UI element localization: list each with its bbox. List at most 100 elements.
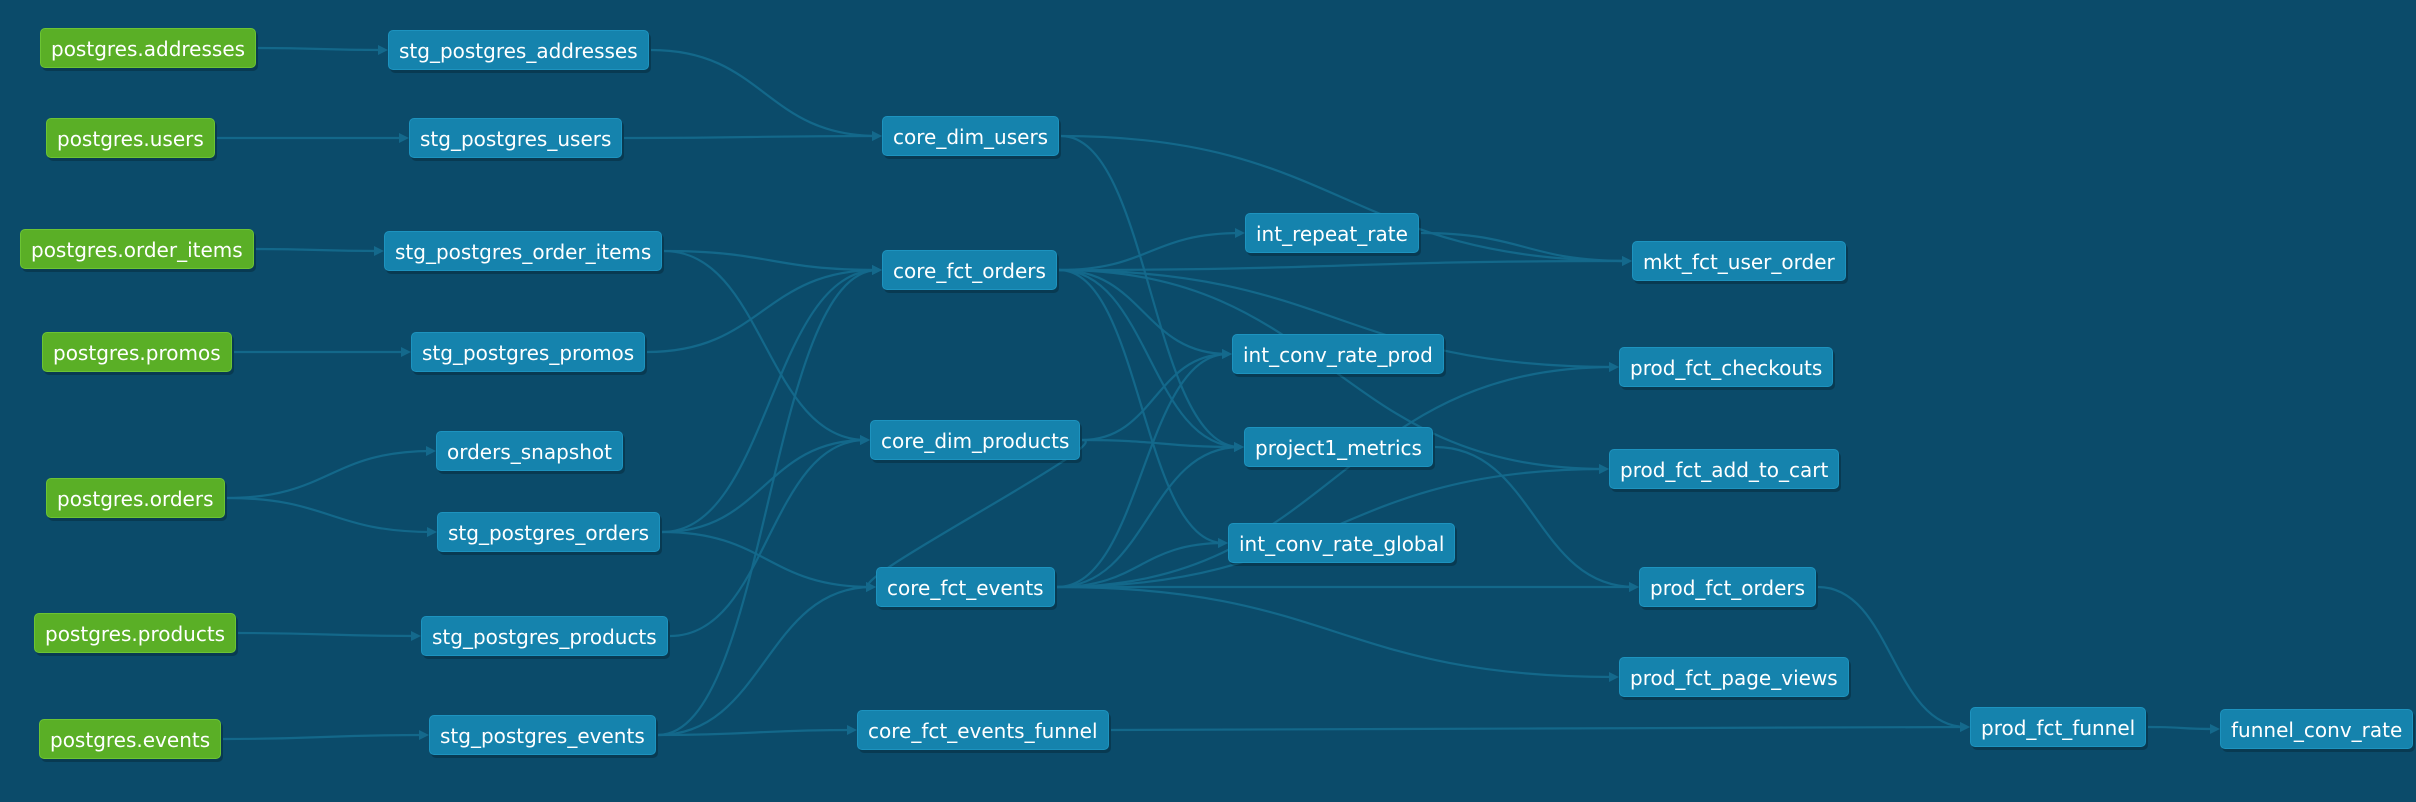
edge-src_orders-to-stg_orders [226,496,434,534]
edge-core_dim_products-to-project1_metrics [1081,438,1241,449]
edge-arrowhead [860,435,870,445]
node-core-fct-orders[interactable]: core_fct_orders [882,250,1057,290]
edge-src_orders-to-orders_snapshot [226,449,433,500]
edge-arrowhead [1960,722,1970,732]
edge-core_fct_events_funnel-to-prod_fct_funnel [1110,725,1967,732]
edge-stg_addresses-to-core_dim_users [650,48,879,138]
edge-src_products-to-stg_products [237,631,418,638]
node-core-fct-events[interactable]: core_fct_events [876,567,1055,607]
edge-arrowhead [872,265,882,275]
edge-stg_order_items-to-core_dim_products [663,249,867,442]
node-orders-snapshot[interactable]: orders_snapshot [436,431,623,471]
edge-arrowhead [1234,442,1244,452]
node-prod-fct-add-to-cart[interactable]: prod_fct_add_to_cart [1609,449,1840,489]
node-project1-metrics[interactable]: project1_metrics [1244,427,1433,467]
edge-arrowhead [378,45,388,55]
node-int-conv-rate-global[interactable]: int_conv_rate_global [1228,523,1456,563]
node-prod-fct-page-views[interactable]: prod_fct_page_views [1619,657,1849,697]
node-core-dim-products[interactable]: core_dim_products [870,420,1081,460]
edge-arrowhead [1222,349,1232,359]
edge-arrowhead [866,582,876,592]
node-postgres-addresses[interactable]: postgres.addresses [40,28,257,68]
edge-core_fct_orders-to-project1_metrics [1058,268,1241,449]
edge-project1_metrics-to-prod_fct_orders [1434,445,1636,589]
node-postgres-users[interactable]: postgres.users [46,118,215,158]
edge-arrowhead [1234,442,1244,452]
edge-arrowhead [426,446,436,456]
edge-arrowhead [866,582,876,592]
edge-arrowhead [2210,724,2220,734]
edge-arrowhead [1609,362,1619,372]
edge-stg_orders-to-core_dim_products [661,438,867,534]
edge-arrowhead [1609,672,1619,682]
edge-stg_promos-to-core_fct_orders [646,268,879,354]
edge-stg_events-to-core_fct_events_funnel [657,728,854,737]
edge-arrowhead [872,265,882,275]
edge-arrowhead [1960,722,1970,732]
edge-arrowhead [1609,362,1619,372]
node-postgres-promos[interactable]: postgres.promos [42,332,232,372]
edge-arrowhead [866,582,876,592]
node-core-fct-events-funnel[interactable]: core_fct_events_funnel [857,710,1109,750]
edge-core_dim_users-to-project1_metrics [1060,134,1241,449]
edge-arrowhead [411,631,421,641]
edge-prod_fct_funnel-to-funnel_conv_rate [2147,725,2217,731]
node-postgres-orders[interactable]: postgres.orders [46,478,225,518]
edge-core_dim_products-to-int_conv_rate_prod [1081,352,1229,442]
edge-arrowhead [1622,256,1632,266]
edge-core_fct_orders-to-int_repeat_rate [1058,231,1242,272]
edge-arrowhead [872,131,882,141]
edge-arrowhead [1222,349,1232,359]
edge-arrowhead [1599,464,1609,474]
node-stg-postgres-promos[interactable]: stg_postgres_promos [411,332,646,372]
edge-core_dim_products-to-core_fct_events [867,438,1087,589]
edge-arrowhead [1622,256,1632,266]
node-postgres-products[interactable]: postgres.products [34,613,237,653]
edge-arrowhead [427,527,437,537]
edge-core_fct_events-to-prod_fct_page_views [1056,585,1616,679]
edge-core_fct_events-to-int_conv_rate_prod [1056,352,1229,589]
node-mkt-fct-user-order[interactable]: mkt_fct_user_order [1632,241,1846,281]
edge-arrowhead [399,133,409,143]
node-prod-fct-orders[interactable]: prod_fct_orders [1639,567,1817,607]
node-stg-postgres-order-items[interactable]: stg_postgres_order_items [384,231,663,271]
edge-arrowhead [419,730,429,740]
edge-src_addresses-to-stg_addresses [257,46,385,52]
node-core-dim-users[interactable]: core_dim_users [882,116,1060,156]
edge-arrowhead [872,265,882,275]
edge-arrowhead [1218,538,1228,548]
node-prod-fct-funnel[interactable]: prod_fct_funnel [1970,707,2147,747]
edge-stg_order_items-to-core_fct_orders [663,249,879,272]
edge-stg_orders-to-core_fct_events [661,530,873,589]
edge-core_fct_orders-to-int_conv_rate_prod [1058,268,1229,356]
node-stg-postgres-events[interactable]: stg_postgres_events [429,715,656,755]
node-int-repeat-rate[interactable]: int_repeat_rate [1245,213,1419,253]
edge-arrowhead [860,435,870,445]
edge-arrowhead [1599,464,1609,474]
edge-int_repeat_rate-to-mkt_fct_user_order [1420,231,1629,263]
node-prod-fct-checkouts[interactable]: prod_fct_checkouts [1619,347,1834,387]
node-postgres-order-items[interactable]: postgres.order_items [20,229,254,269]
node-stg-postgres-orders[interactable]: stg_postgres_orders [437,512,661,552]
edge-arrowhead [1234,442,1244,452]
edge-arrowhead [1235,228,1245,238]
edge-src_order_items-to-stg_order_items [255,247,381,253]
node-postgres-events[interactable]: postgres.events [39,719,222,759]
node-stg-postgres-products[interactable]: stg_postgres_products [421,616,668,656]
edge-arrowhead [1234,442,1244,452]
node-funnel-conv-rate[interactable]: funnel_conv_rate [2220,709,2414,749]
edge-core_fct_orders-to-mkt_fct_user_order [1058,259,1629,272]
edge-arrowhead [847,725,857,735]
node-stg-postgres-users[interactable]: stg_postgres_users [409,118,623,158]
node-int-conv-rate-prod[interactable]: int_conv_rate_prod [1232,334,1444,374]
edge-arrowhead [872,265,882,275]
edge-stg_products-to-core_dim_products [669,438,867,638]
edge-arrowhead [1622,256,1632,266]
edge-arrowhead [872,131,882,141]
node-stg-postgres-addresses[interactable]: stg_postgres_addresses [388,30,649,70]
edge-stg_events-to-core_fct_events [657,585,873,737]
edge-arrowhead [1222,349,1232,359]
edge-arrowhead [374,246,384,256]
